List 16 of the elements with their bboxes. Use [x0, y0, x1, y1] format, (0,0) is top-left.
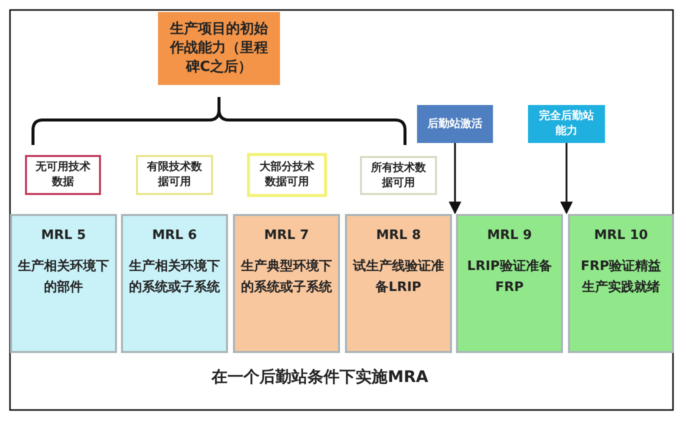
arrow — [560, 143, 573, 214]
label-box: 所有技术数据可用 — [360, 156, 437, 195]
level-box: MRL 7 生产典型环境下的系统或子系统 — [233, 214, 340, 353]
level-box: MRL 9 LRIP验证准备FRP — [456, 214, 563, 353]
level-box: MRL 5 生产相关环境下的部件 — [10, 214, 117, 353]
label-box: 大部分技术数据可用 — [247, 153, 327, 197]
level-box: MRL 10 FRP验证精益生产实践就绪 — [568, 214, 674, 353]
level-box: MRL 6 生产相关环境下的系统或子系统 — [121, 214, 228, 353]
arrow — [448, 143, 462, 214]
label-box: 有限技术数据可用 — [136, 155, 213, 195]
label-box: 无可用技术数据 — [25, 155, 101, 195]
milestone-box: 生产项目的初始作战能力（里程碑C之后） — [158, 12, 280, 85]
label-box: 完全后勤站能力 — [528, 105, 605, 143]
label-box: 后勤站激活 — [417, 105, 493, 143]
footer-text: 在一个后勤站条件下实施MRA — [210, 367, 430, 388]
level-box: MRL 8 试生产线验证准备LRIP — [345, 214, 452, 353]
